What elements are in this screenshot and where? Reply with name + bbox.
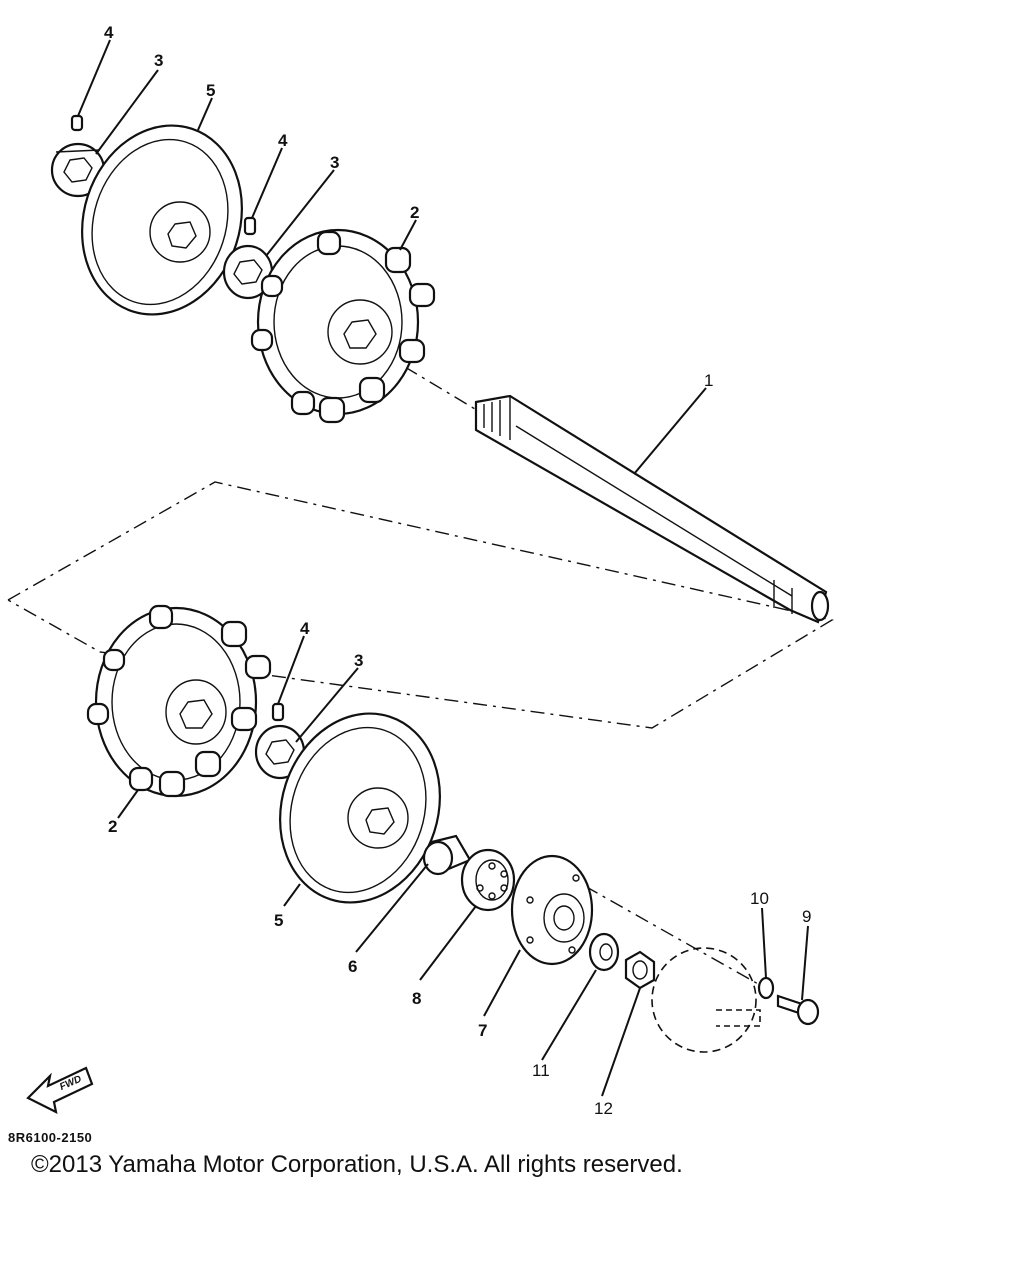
callout-4-upper-left: 4	[104, 23, 114, 42]
callout-11: 11	[532, 1061, 550, 1080]
callout-4-upper-middle: 4	[278, 131, 288, 150]
callout-7: 7	[478, 1021, 487, 1040]
callout-5-lower: 5	[274, 911, 283, 930]
callout-2-upper: 2	[410, 203, 419, 222]
callout-1: 1	[704, 371, 713, 390]
part-4-key-upper-middle	[243, 216, 257, 236]
part-9-bolt	[776, 994, 820, 1026]
forward-arrow-icon: FWD	[26, 1066, 94, 1114]
diagram-code: 8R6100-2150	[8, 1130, 93, 1145]
callout-9: 9	[802, 907, 811, 926]
part-5-wheel-upper	[81, 124, 243, 316]
part-4-key-upper-left	[70, 114, 84, 132]
callout-2-lower: 2	[108, 817, 117, 836]
callouts: 4 3 5 4 3 2 1 4 3 2 5 6 8 7 11 12 10 9	[104, 23, 811, 1118]
callout-3-lower: 3	[354, 651, 363, 670]
part-12-nut	[624, 950, 656, 990]
part-3-collar-upper-left	[50, 142, 106, 198]
mating-hub-outline	[651, 947, 761, 1053]
callout-6: 6	[348, 957, 357, 976]
callout-3-upper-middle: 3	[330, 153, 339, 172]
callout-12: 12	[594, 1099, 613, 1118]
part-11-washer	[588, 932, 620, 972]
callout-10: 10	[750, 889, 769, 908]
part-8-bearing	[460, 848, 516, 912]
part-3-collar-upper-middle	[222, 244, 274, 300]
part-1-shaft	[474, 394, 830, 624]
part-6-spacer	[422, 834, 472, 876]
part-10-lock-washer	[757, 976, 775, 1000]
callout-4-lower: 4	[300, 619, 310, 638]
part-2-sprocket-lower	[86, 604, 272, 798]
callout-3-upper-left: 3	[154, 51, 163, 70]
copyright-notice: ©2013 Yamaha Motor Corporation, U.S.A. A…	[31, 1151, 683, 1178]
part-3-collar-lower	[254, 724, 306, 780]
part-2-sprocket-upper	[250, 228, 436, 424]
leader-lines	[77, 39, 809, 1097]
callout-5-upper: 5	[206, 81, 215, 100]
part-7-flange	[510, 854, 594, 966]
center-lines	[7, 351, 834, 986]
part-4-key-lower	[271, 702, 285, 722]
part-5-wheel-lower	[279, 712, 441, 904]
callout-8: 8	[412, 989, 421, 1008]
